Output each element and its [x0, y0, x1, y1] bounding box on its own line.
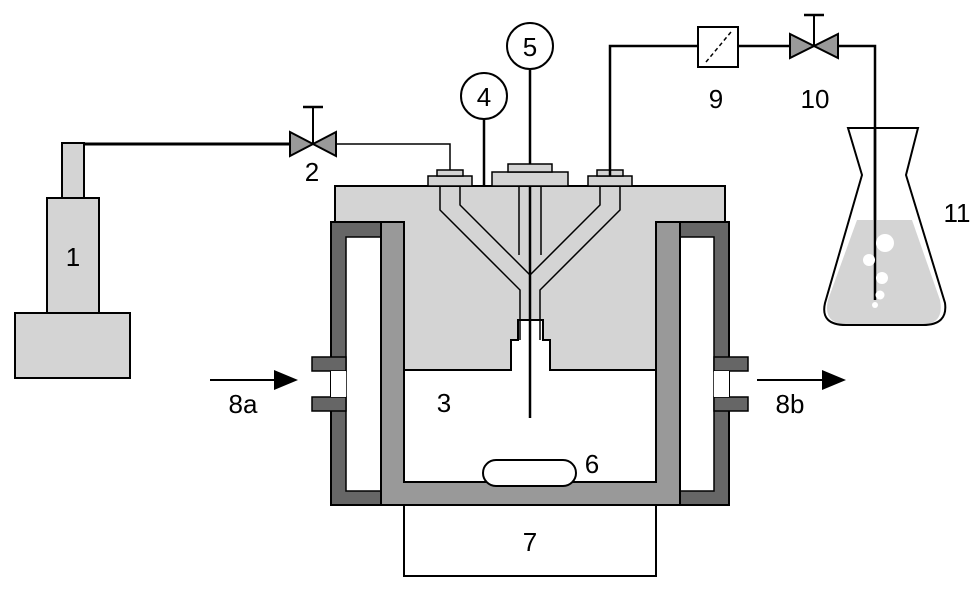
label-stirrer-plate: 7	[523, 527, 537, 557]
label-outlet-valve: 10	[801, 84, 830, 114]
collection-flask: 11	[823, 127, 971, 326]
probe-5: 5	[506, 22, 554, 418]
jacket-outlet-arrow: 8b	[757, 370, 846, 419]
label-stir-bar: 6	[585, 449, 599, 479]
inlet-valve: 2	[289, 105, 337, 187]
label-port-4: 4	[477, 82, 491, 112]
label-flask: 11	[944, 198, 971, 228]
stir-bar: 6	[482, 449, 599, 487]
pump: 1	[14, 142, 131, 379]
label-pump: 1	[66, 242, 80, 272]
probe-4: 4	[460, 72, 508, 186]
label-inlet-valve: 2	[305, 157, 319, 187]
label-port-5: 5	[523, 32, 537, 62]
jacket-inlet-arrow: 8a	[210, 370, 298, 419]
label-reactor: 3	[437, 388, 451, 418]
outlet-valve: 10	[789, 13, 839, 114]
lid-fittings	[427, 163, 633, 187]
label-filter: 9	[709, 84, 723, 114]
label-jacket-in: 8a	[229, 389, 258, 419]
inlet-line	[84, 142, 451, 182]
stirrer-plate: 7	[403, 504, 657, 577]
label-jacket-out: 8b	[776, 389, 805, 419]
lid-channels	[439, 186, 621, 340]
filter: 9	[697, 26, 739, 114]
